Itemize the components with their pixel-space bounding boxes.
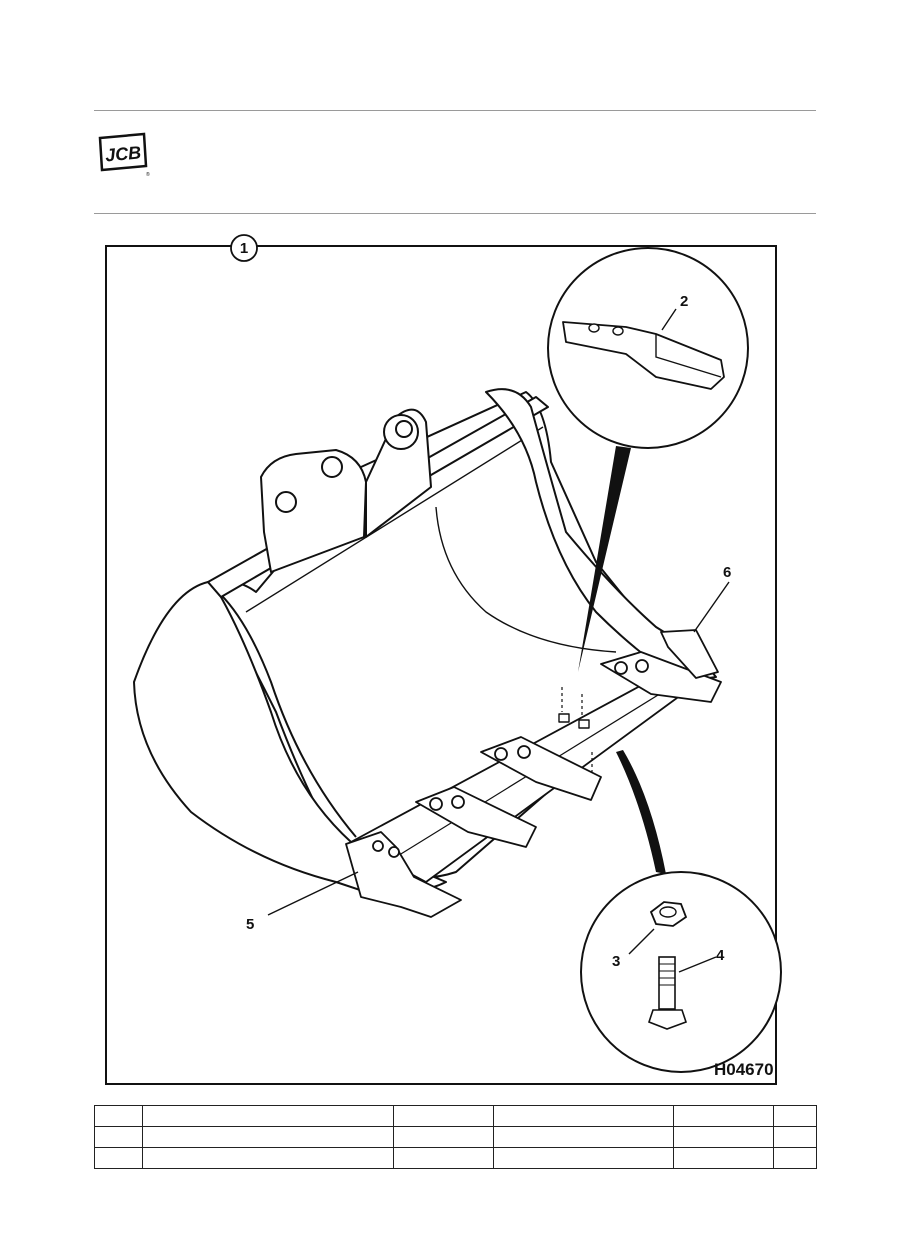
callout-1: 1 — [240, 240, 248, 257]
table-cell — [142, 1105, 394, 1127]
table-cell — [393, 1126, 494, 1148]
table-row — [94, 1126, 817, 1148]
figure-code: H04670 — [714, 1060, 774, 1079]
table-row — [94, 1147, 817, 1169]
callout-5: 5 — [246, 916, 254, 933]
jcb-logo: JCB ® — [98, 132, 150, 178]
logo-registered-mark: ® — [146, 171, 150, 178]
table-cell — [94, 1126, 143, 1148]
tooth-detail-inset: 2 — [547, 247, 749, 672]
header-top-rule — [94, 110, 816, 111]
fastener-detail-inset: 3 4 — [580, 750, 782, 1073]
table-cell — [142, 1126, 394, 1148]
tooth-3 — [415, 786, 537, 848]
table-cell — [94, 1147, 143, 1169]
table-cell — [142, 1147, 394, 1169]
tooth-2 — [480, 736, 602, 801]
bucket-teeth — [345, 629, 722, 918]
table-cell — [493, 1126, 674, 1148]
table-cell — [393, 1105, 494, 1127]
callout-3: 3 — [612, 953, 620, 970]
callout-2: 2 — [680, 293, 688, 310]
table-cell — [773, 1105, 817, 1127]
logo-text: JCB — [104, 142, 142, 165]
callout-4: 4 — [716, 947, 725, 964]
bucket-illustration: 1 — [105, 234, 782, 1085]
table-cell — [773, 1147, 817, 1169]
side-cutter-left — [345, 831, 462, 918]
table-cell — [673, 1147, 774, 1169]
table-cell — [94, 1105, 143, 1127]
table-cell — [773, 1126, 817, 1148]
table-row — [94, 1105, 817, 1127]
callout-6: 6 — [723, 564, 731, 581]
table-cell — [393, 1147, 494, 1169]
table-cell — [493, 1105, 674, 1127]
side-cutter-right — [660, 629, 719, 679]
callout-circle-1 — [230, 234, 258, 262]
table-cell — [673, 1105, 774, 1127]
table-cell — [673, 1126, 774, 1148]
table-cell — [493, 1147, 674, 1169]
parts-table — [94, 1105, 817, 1169]
tooth-1 — [600, 651, 722, 703]
header-bottom-rule — [94, 213, 816, 214]
bucket-body — [133, 388, 717, 895]
